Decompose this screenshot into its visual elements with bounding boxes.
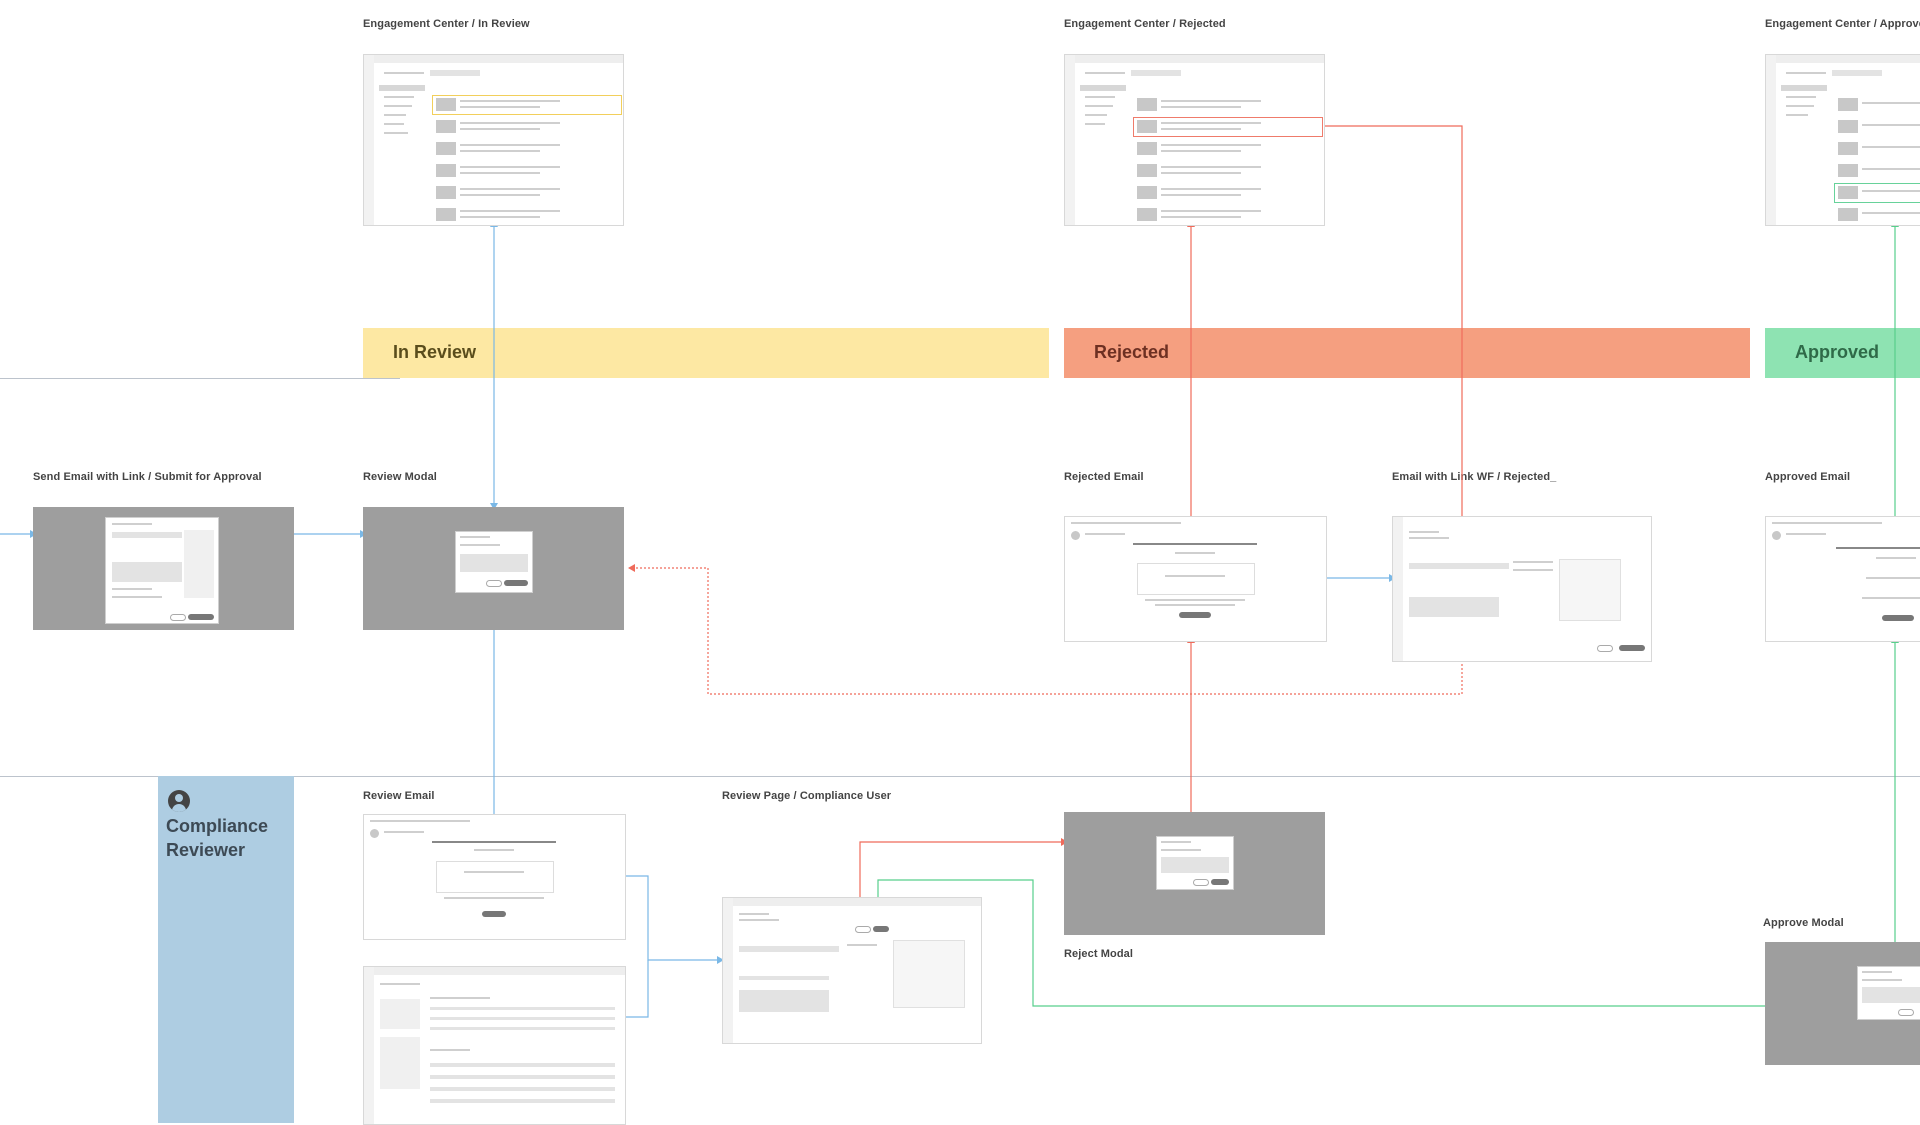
connector-resubmit-to-review-modal [632, 567, 1463, 695]
connector-review-email-to-review-page [625, 875, 720, 961]
screen-reject-modal [1064, 812, 1325, 935]
lane-label-approved: Approved [1795, 342, 1880, 362]
screen-ec-in-review [363, 54, 624, 226]
actor-name: Compliance Reviewer [166, 816, 269, 860]
screen-email-link-rejected [1392, 516, 1652, 662]
frame-title-rejected-email: Rejected Email [1064, 471, 1144, 483]
lane-approved: Approved [1765, 328, 1920, 378]
frame-title-ec-in-review: Engagement Center / In Review [363, 18, 530, 30]
frame-title-review-modal: Review Modal [363, 471, 437, 483]
screen-rejected-email [1064, 516, 1327, 642]
screen-approved-email [1765, 516, 1920, 642]
user-icon [168, 790, 190, 812]
frame-title-email-link-rejected: Email with Link WF / Rejected_ [1392, 471, 1557, 483]
screen-ec-rejected [1064, 54, 1325, 226]
swimlane-divider-bottom [0, 776, 1920, 777]
frame-title-approved-email: Approved Email [1765, 471, 1851, 483]
connector-email-link-to-ec-rejected [1318, 125, 1463, 516]
screen-send-email [33, 507, 294, 630]
lane-in-review: In Review [363, 328, 1049, 378]
connector-dashboard-to-review-page [625, 960, 649, 1018]
frame-title-review-page: Review Page / Compliance User [722, 790, 892, 802]
screen-reviewer-dashboard [363, 966, 626, 1125]
frame-title-ec-approved: Engagement Center / Approved [1765, 18, 1920, 30]
arrowhead-review-page [717, 956, 724, 964]
lane-label-in-review: In Review [393, 342, 477, 362]
screen-review-page [722, 897, 982, 1044]
arrowhead-review-modal [490, 503, 498, 510]
frame-title-send-email: Send Email with Link / Submit for Approv… [33, 471, 262, 483]
swimlane-divider-top [0, 378, 400, 379]
frame-title-ec-rejected: Engagement Center / Rejected [1064, 18, 1226, 30]
frame-title-review-email: Review Email [363, 790, 435, 802]
lane-label-rejected: Rejected [1094, 342, 1170, 362]
lane-rejected: Rejected [1064, 328, 1750, 378]
connector-approve-to-approve-modal [877, 879, 1765, 1007]
screen-ec-approved [1765, 54, 1920, 226]
screen-review-email [363, 814, 626, 940]
frame-title-reject-modal: Reject Modal [1064, 948, 1134, 960]
screen-review-modal [363, 507, 624, 630]
frame-title-approve-modal: Approve Modal [1763, 917, 1844, 929]
screen-approve-modal [1765, 942, 1920, 1065]
actor-compliance-reviewer: Compliance Reviewer [158, 776, 294, 1123]
arrowhead-review-modal-dashed [628, 564, 635, 572]
